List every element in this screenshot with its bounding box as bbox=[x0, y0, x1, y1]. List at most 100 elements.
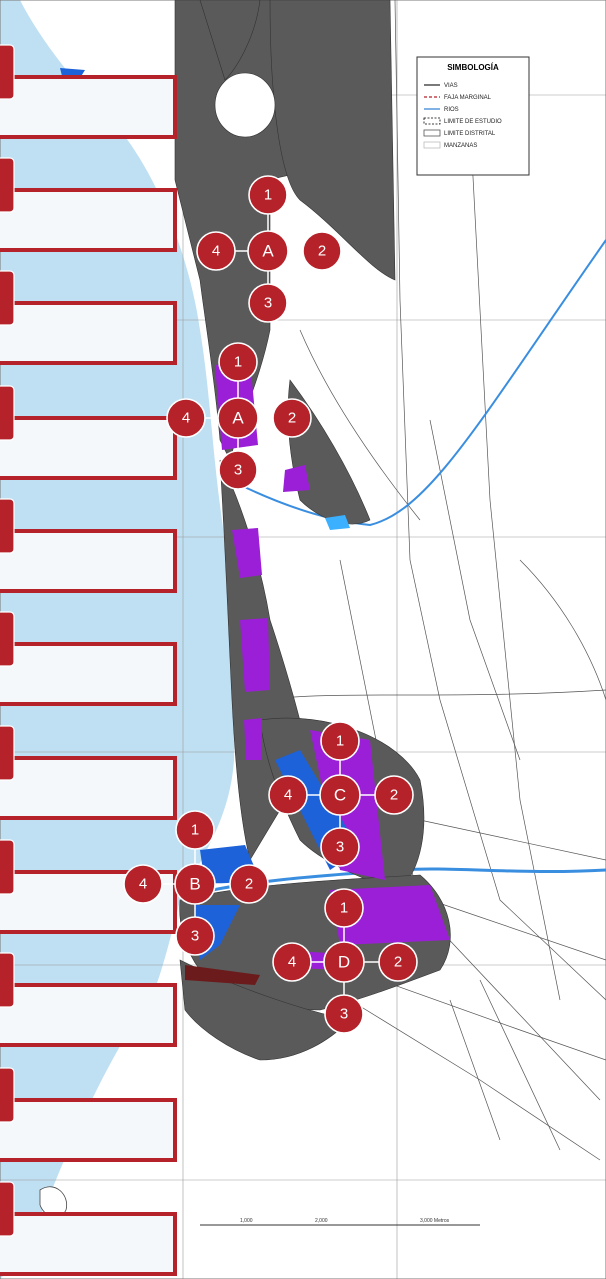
scale-bar: 1,000 2,000 3,000 Metros bbox=[200, 1218, 480, 1226]
node-center-marker-icon[interactable] bbox=[174, 863, 216, 905]
legend-item-label: FAJA MARGINAL bbox=[444, 95, 492, 101]
node-center-marker-icon[interactable] bbox=[319, 774, 361, 816]
callout-boxes bbox=[0, 44, 177, 1276]
legend: SIMBOLOGÍA VIAS FAJA MARGINAL RIOS LIMITE D… bbox=[416, 56, 530, 176]
legend-item-label: VIAS bbox=[444, 83, 458, 89]
node-number-marker-icon[interactable] bbox=[374, 775, 414, 815]
callout-tab-icon bbox=[0, 725, 15, 781]
node-number-label: 4 bbox=[182, 410, 190, 427]
node-center-label: C bbox=[334, 786, 346, 805]
road-network bbox=[199, 0, 606, 1161]
legend-item: LIMITE DISTRITAL bbox=[423, 129, 496, 137]
callout-box bbox=[0, 1098, 177, 1162]
node-number-label: 1 bbox=[340, 900, 348, 917]
node-number-marker-icon[interactable] bbox=[196, 231, 236, 271]
node-center-label: A bbox=[232, 409, 244, 428]
callout-tab-icon bbox=[0, 157, 15, 213]
callout-2 bbox=[0, 157, 177, 252]
node-number-label: 2 bbox=[390, 787, 398, 804]
node-number-label: 3 bbox=[264, 295, 272, 312]
node-number-marker-icon[interactable] bbox=[218, 450, 258, 490]
node-number-marker-icon[interactable] bbox=[248, 283, 288, 323]
callout-3 bbox=[0, 270, 177, 365]
node-number-marker-icon[interactable] bbox=[175, 916, 215, 956]
park-circle bbox=[214, 72, 276, 138]
island bbox=[39, 1186, 68, 1218]
legend-box-swatch bbox=[423, 141, 441, 149]
node-number-label: 4 bbox=[284, 787, 292, 804]
node-number-label: 1 bbox=[191, 822, 199, 839]
callout-tab-icon bbox=[0, 611, 15, 667]
callout-4 bbox=[0, 385, 177, 480]
callout-box bbox=[0, 301, 177, 365]
node-number-label: 1 bbox=[264, 187, 272, 204]
scale-label-1: 1,000 bbox=[240, 1218, 253, 1224]
callout-box bbox=[0, 75, 177, 139]
legend-item: LIMITE DE ESTUDIO bbox=[423, 117, 502, 125]
legend-box-swatch bbox=[423, 117, 441, 125]
node-number-label: 2 bbox=[394, 954, 402, 971]
node-number-marker-icon[interactable] bbox=[272, 942, 312, 982]
dark-red-zone bbox=[185, 965, 260, 985]
node-number-label: 4 bbox=[288, 954, 296, 971]
node-center-marker-icon[interactable] bbox=[247, 230, 289, 272]
blue-river-zone bbox=[325, 515, 350, 530]
node-number-marker-icon[interactable] bbox=[123, 864, 163, 904]
node-cluster-d: D 1 2 3 4 bbox=[272, 888, 418, 1034]
legend-item: FAJA MARGINAL bbox=[424, 95, 492, 101]
node-center-marker-icon[interactable] bbox=[217, 397, 259, 439]
callout-9 bbox=[0, 952, 177, 1047]
node-number-marker-icon[interactable] bbox=[268, 775, 308, 815]
legend-item-label: RIOS bbox=[444, 107, 459, 113]
legend-item-label: LIMITE DE ESTUDIO bbox=[444, 119, 502, 125]
legend-box bbox=[416, 56, 530, 176]
node-number-marker-icon[interactable] bbox=[272, 398, 312, 438]
callout-10 bbox=[0, 1067, 177, 1162]
node-number-marker-icon[interactable] bbox=[378, 942, 418, 982]
node-number-marker-icon[interactable] bbox=[320, 827, 360, 867]
legend-item: MANZANAS bbox=[423, 141, 477, 149]
callout-tab-icon bbox=[0, 1181, 15, 1237]
callout-tab-icon bbox=[0, 498, 15, 554]
scale-label-2: 2,000 bbox=[315, 1218, 328, 1224]
callout-tab-icon bbox=[0, 44, 15, 100]
node-number-marker-icon[interactable] bbox=[166, 398, 206, 438]
legend-item: RIOS bbox=[424, 107, 459, 113]
callout-7 bbox=[0, 725, 177, 820]
node-number-marker-icon[interactable] bbox=[302, 231, 342, 271]
callout-tab-icon bbox=[0, 270, 15, 326]
node-number-label: 4 bbox=[212, 243, 220, 260]
node-center-label: D bbox=[338, 953, 350, 972]
legend-box-swatch bbox=[423, 129, 441, 137]
node-number-marker-icon[interactable] bbox=[229, 864, 269, 904]
node-center-marker-icon[interactable] bbox=[323, 941, 365, 983]
callout-box bbox=[0, 1212, 177, 1276]
callout-tab-icon bbox=[0, 385, 15, 441]
node-number-label: 1 bbox=[234, 354, 242, 371]
callout-1 bbox=[0, 44, 177, 139]
node-number-marker-icon[interactable] bbox=[175, 810, 215, 850]
callout-tab-icon bbox=[0, 952, 15, 1008]
node-number-marker-icon[interactable] bbox=[320, 721, 360, 761]
legend-item-label: LIMITE DISTRITAL bbox=[444, 131, 496, 137]
node-number-label: 3 bbox=[191, 928, 199, 945]
node-number-marker-icon[interactable] bbox=[324, 994, 364, 1034]
callout-box bbox=[0, 756, 177, 820]
callout-box bbox=[0, 983, 177, 1047]
node-number-label: 3 bbox=[234, 462, 242, 479]
node-number-label: 1 bbox=[336, 733, 344, 750]
node-number-label: 3 bbox=[340, 1006, 348, 1023]
node-number-marker-icon[interactable] bbox=[218, 342, 258, 382]
legend-title: SIMBOLOGÍA bbox=[447, 63, 499, 72]
node-number-label: 2 bbox=[245, 876, 253, 893]
node-number-marker-icon[interactable] bbox=[324, 888, 364, 928]
node-number-marker-icon[interactable] bbox=[248, 175, 288, 215]
callout-box bbox=[0, 188, 177, 252]
